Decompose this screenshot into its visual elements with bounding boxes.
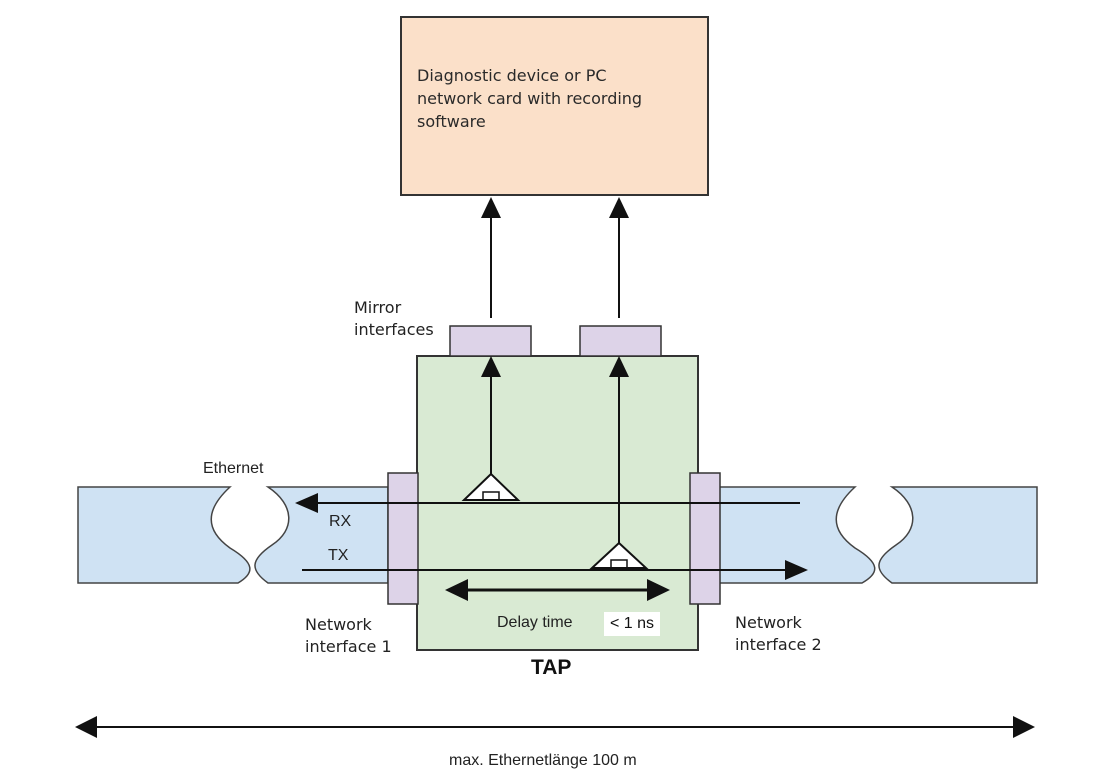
- mirror-interfaces-label-line2: interfaces: [354, 320, 434, 339]
- mirror-port-1: [449, 325, 532, 357]
- delay-time-value: < 1 ns: [604, 612, 661, 636]
- ethernet-cable-left-outer: [77, 486, 251, 584]
- ethernet-cable-right-outer: [878, 486, 1038, 584]
- rx-label: RX: [329, 513, 352, 530]
- rx-splitter-icon: [461, 472, 521, 501]
- diagnostic-device-label-line1: Diagnostic device or PC: [417, 66, 607, 85]
- max-ethernet-length-label: max. Ethernetlänge 100 m: [449, 752, 637, 769]
- max-length-arrowhead-left: [75, 716, 97, 738]
- mirror-interfaces-label: Mirror interfaces: [354, 297, 434, 341]
- ethernet-label: Ethernet: [203, 460, 264, 477]
- delay-time-arrowhead-left: [445, 579, 468, 601]
- diagnostic-device-label-line3: software: [417, 112, 486, 131]
- tx-label: TX: [328, 547, 349, 564]
- network-interface-1-label-line2: interface 1: [305, 637, 392, 656]
- mirror-interfaces-label-line1: Mirror: [354, 298, 402, 317]
- mirror-1-to-device-arrowhead: [481, 197, 501, 218]
- tx-mirror-arrowhead: [609, 356, 629, 377]
- network-interface-2-port: [689, 472, 721, 605]
- mirror-port-2: [579, 325, 662, 357]
- diagnostic-device-label-line2: network card with recording: [417, 89, 643, 108]
- network-interface-2-label-line2: interface 2: [735, 635, 822, 654]
- tx-splitter-icon: [589, 541, 649, 569]
- ethernet-cable-right-inner: [717, 486, 876, 584]
- rx-mirror-arrowhead: [481, 356, 501, 377]
- network-interface-1-label-line1: Network: [305, 615, 372, 634]
- max-length-arrowhead-right: [1013, 716, 1035, 738]
- network-interface-2-label: Network interface 2: [735, 612, 822, 656]
- mirror-2-to-device-arrowhead: [609, 197, 629, 218]
- tx-arrowhead: [785, 560, 808, 580]
- delay-time-arrowhead-right: [647, 579, 670, 601]
- diagnostic-device-box: [400, 16, 709, 196]
- delay-time-label: Delay time: [497, 614, 573, 631]
- rx-arrowhead: [295, 493, 318, 513]
- network-interface-1-port: [387, 472, 419, 605]
- network-interface-1-label: Network interface 1: [305, 614, 392, 658]
- diagnostic-device-label: Diagnostic device or PC network card wit…: [417, 64, 642, 133]
- tap-label: TAP: [531, 656, 572, 679]
- network-interface-2-label-line1: Network: [735, 613, 802, 632]
- ethernet-cable-left-inner: [254, 486, 389, 584]
